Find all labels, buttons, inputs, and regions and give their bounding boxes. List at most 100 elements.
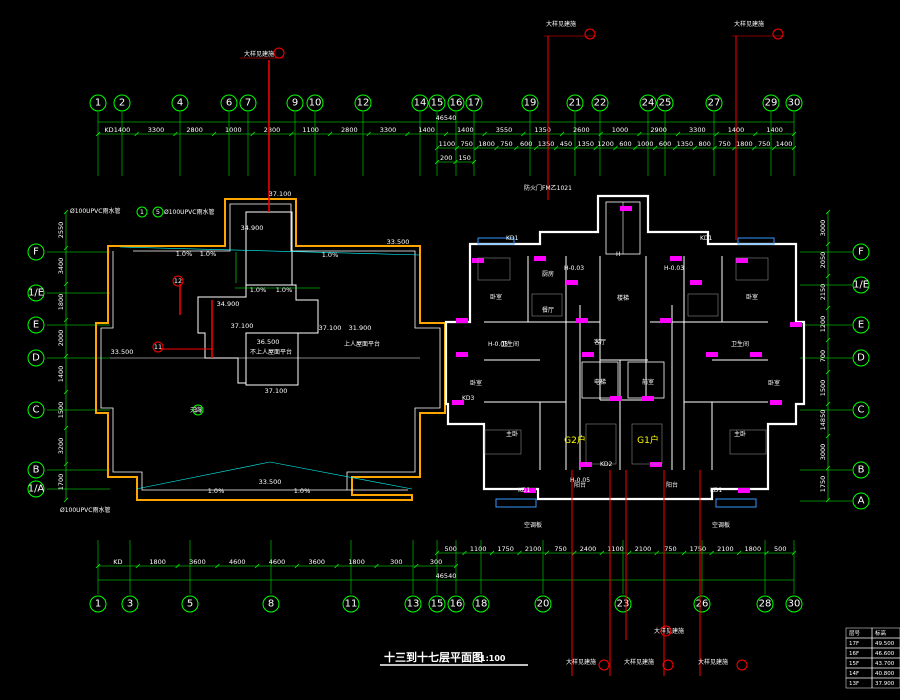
room-label: 电梯 [594, 378, 606, 386]
svg-text:1: 1 [140, 208, 144, 216]
svg-text:B: B [858, 465, 865, 476]
ac-note: 空调板 [712, 521, 730, 529]
dimension-value: 2800 [264, 126, 281, 134]
dimension-value: 2400 [580, 545, 597, 553]
balcony [495, 498, 537, 508]
svg-text:20: 20 [537, 599, 550, 610]
room-label: 厨房 [542, 270, 554, 278]
axis-bubble-bottom: 8 [262, 595, 280, 613]
dimension-value: 3300 [689, 126, 706, 134]
window-tag [790, 322, 802, 327]
room-label: 前室 [642, 378, 654, 386]
roof-inner-outline [100, 203, 441, 491]
axis-bubble-right: 1/E [852, 276, 870, 294]
svg-text:16: 16 [450, 98, 463, 109]
svg-text:25: 25 [659, 98, 672, 109]
svg-text:1: 1 [95, 98, 101, 109]
room-label: 餐厅 [542, 306, 554, 314]
room-label: 卧室 [470, 379, 482, 387]
balcony [477, 237, 515, 245]
svg-text:16: 16 [450, 599, 463, 610]
dimension-value: 1350 [534, 126, 551, 134]
axis-bubble-bottom: 5 [181, 595, 199, 613]
svg-text:A: A [858, 496, 865, 507]
floor-plan: G2户 G1户 卧室 卧室 客厅 餐厅 厨房 卫生间 卧室 卧室 主卧 主卧 阳… [444, 36, 806, 676]
window-tag [660, 318, 672, 323]
svg-text:23: 23 [617, 599, 630, 610]
bed [484, 429, 522, 455]
axis-bubble-top: 2 [113, 94, 131, 112]
bed [735, 257, 769, 281]
dimension-value: 500 [445, 545, 457, 553]
dimension-value: 750 [554, 545, 566, 553]
axis-bubble-right: A [852, 492, 870, 510]
total-dimension: 46540 [436, 114, 457, 122]
axis-bubble-bottom: 3 [121, 595, 139, 613]
ridge-line [269, 461, 413, 490]
mark-label: KD1 [710, 487, 723, 494]
table-cell: 13F [849, 681, 859, 687]
axis-bubble-top: 25 [656, 94, 674, 112]
window-tag [452, 400, 464, 405]
svg-text:15: 15 [431, 599, 444, 610]
window-tag [580, 462, 592, 467]
table-cell: 15F [849, 661, 859, 667]
detail-callout-top-left: 大样见建施 [240, 47, 285, 59]
dimension-value: 3600 [189, 558, 206, 566]
dimension-value: 2100 [717, 545, 734, 553]
window-tag [566, 280, 578, 285]
callout-1: 1 [136, 206, 148, 218]
svg-text:E: E [858, 320, 864, 331]
dimension-value: KD1400 [104, 126, 130, 134]
dimension-value: 3200 [57, 438, 65, 455]
dimension-value: 1350 [677, 140, 694, 148]
dimension-value: 1100 [302, 126, 319, 134]
room-label: 阳台 [666, 481, 678, 489]
svg-text:大样见建施: 大样见建施 [698, 658, 728, 666]
dimension-value: 750 [718, 140, 730, 148]
mark-label: H [616, 251, 621, 258]
table-cell: 37.900 [875, 681, 895, 687]
window-tag [642, 396, 654, 401]
svg-text:9: 9 [292, 98, 298, 109]
svg-text:8: 8 [268, 599, 274, 610]
elevator-roof [245, 332, 299, 386]
dimension-value: 600 [619, 140, 631, 148]
svg-text:21: 21 [569, 98, 582, 109]
dimension-value: 1750 [819, 476, 827, 493]
slope-label: 1.0% [200, 250, 217, 258]
unit-label: G1户 [637, 434, 659, 446]
dimension-value: 1500 [57, 402, 65, 419]
dimension-value: 1100 [470, 545, 487, 553]
svg-text:10: 10 [309, 98, 322, 109]
dimension-value: 1200 [597, 140, 614, 148]
detail-callout-bottom-4: 大样见建施 [698, 658, 748, 671]
svg-text:D: D [857, 353, 865, 364]
svg-text:F: F [33, 247, 39, 258]
dimension-value: 1000 [225, 126, 242, 134]
axis-bubble-left: 1/A [27, 480, 45, 498]
dimension-value: 1400 [457, 126, 474, 134]
dimension-value: 2800 [341, 126, 358, 134]
axis-bubble-top: 22 [591, 94, 609, 112]
elevation-label: 37.100 [231, 322, 254, 330]
detail-callouts: 大样见建施 大样见建施 大样见建施 大样见建施 大样见建施 大样见建施 大样见建… [240, 20, 784, 671]
svg-text:14: 14 [414, 98, 427, 109]
axis-bubble-right: E [852, 316, 870, 334]
svg-text:C: C [33, 405, 40, 416]
axis-bubble-right: D [852, 349, 870, 367]
window-tag [738, 488, 750, 493]
svg-text:30: 30 [788, 98, 801, 109]
dimension-value: 800 [699, 140, 711, 148]
elevation-label: 33.500 [387, 238, 410, 246]
axis-bubble-right: C [852, 401, 870, 419]
dimension-value: 1350 [538, 140, 555, 148]
axis-bubble-top: 27 [705, 94, 723, 112]
window-tag [620, 206, 632, 211]
callout-11: 11 [152, 341, 164, 353]
callout-12: 12 [172, 275, 184, 287]
axis-bubble-top: 15 [428, 94, 446, 112]
svg-text:大样见建施: 大样见建施 [734, 20, 764, 28]
